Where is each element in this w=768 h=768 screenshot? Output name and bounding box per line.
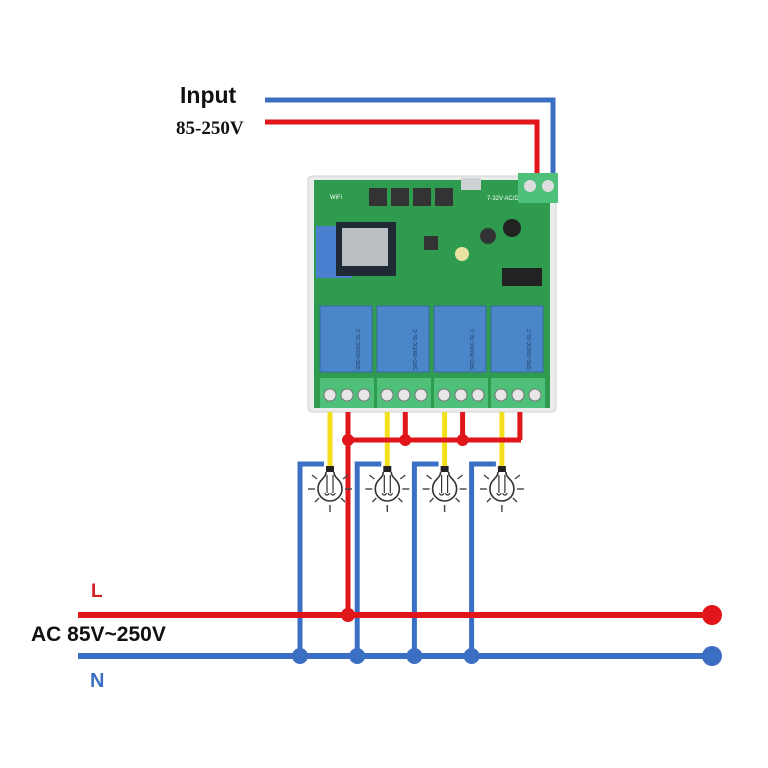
bulb-ray — [429, 497, 435, 503]
light-bulb-icon — [422, 466, 467, 512]
relays: SRD-05VDC-SL-C SRD-05VDC-SL-C SRD-05VDC-SL… — [319, 305, 544, 373]
terminal-screw — [357, 388, 371, 402]
junction-dots — [292, 434, 480, 664]
bulb-ray — [314, 497, 320, 503]
bulb-ray — [514, 474, 521, 480]
terminal-screw — [380, 388, 394, 402]
bulb-ray — [340, 497, 346, 503]
buttons — [369, 188, 453, 250]
bulb-filament — [496, 475, 508, 496]
relay — [490, 305, 544, 373]
bulb-filament — [324, 475, 336, 496]
bulb-base — [383, 466, 392, 472]
light-bulb-icon — [365, 466, 410, 512]
terminal-screw — [414, 388, 428, 402]
relay-model-label: SRD-05VDC-SL-C — [527, 328, 533, 370]
live-junction-dot — [341, 608, 355, 622]
terminal-screw — [528, 388, 542, 402]
bulb-ray — [397, 497, 403, 503]
neutral-junction-dot — [406, 648, 423, 664]
neutral-terminal-dot — [702, 646, 722, 666]
ac-voltage-label: AC 85V~250V — [31, 623, 166, 646]
neutral-label: N — [90, 670, 105, 692]
bulb-neutral-wire — [411, 461, 439, 656]
bulb-glass — [317, 471, 343, 502]
live-terminal-dot — [702, 605, 722, 625]
relay-model-label: SRD-05VDC-SL-C — [470, 328, 476, 370]
bulb-ray — [483, 474, 490, 480]
input-live-wire — [265, 119, 540, 185]
bulb-neutral-wire — [469, 461, 496, 656]
bulb-base — [497, 466, 506, 472]
light-bulb-icon — [308, 466, 352, 512]
bulb-ray — [486, 497, 492, 503]
wifi-label: WiFi — [330, 195, 342, 201]
load-wires — [297, 412, 523, 656]
relay — [319, 305, 373, 373]
bulb-ray — [342, 474, 349, 480]
bulb-base — [326, 466, 334, 472]
relay — [376, 305, 430, 373]
bulb-neutral-wire — [297, 461, 324, 656]
live-label: L — [91, 581, 103, 602]
bulb-ray — [512, 497, 518, 503]
input-wires — [265, 97, 556, 185]
bulb-filament — [439, 475, 451, 496]
bulb-ray — [426, 474, 433, 480]
bulbs — [308, 466, 524, 512]
power-label: 7-32V AC/DC — [487, 196, 524, 202]
terminal-screw — [340, 388, 354, 402]
terminal-screw — [494, 388, 508, 402]
bulb-neutral-wire — [354, 461, 382, 656]
bulb-ray — [368, 474, 375, 480]
terminal-screw — [323, 388, 337, 402]
terminal-screw — [437, 388, 451, 402]
terminal-screw — [511, 388, 525, 402]
usb-port — [461, 178, 481, 190]
relay-model-label: SRD-05VDC-SL-C — [356, 328, 362, 370]
relay-model-label: SRD-05VDC-SL-C — [413, 328, 419, 370]
terminal-screw — [397, 388, 411, 402]
bulb-ray — [311, 474, 318, 480]
bulb-base — [440, 466, 449, 472]
output-terminals — [320, 378, 545, 408]
bulb-glass — [431, 471, 458, 502]
bulb-glass — [489, 471, 515, 502]
bulb-ray — [399, 474, 406, 480]
terminal-screw — [471, 388, 485, 402]
bulb-ray — [455, 497, 461, 503]
bulb-filament — [381, 475, 393, 496]
live-junction-dot — [342, 434, 354, 446]
pcb — [314, 180, 550, 408]
input-voltage: 85-250V — [176, 118, 244, 139]
bulb-glass — [374, 471, 401, 502]
bulb-ray — [371, 497, 377, 503]
neutral-junction-dot — [463, 648, 480, 664]
live-junction-dot — [456, 434, 469, 446]
input-neutral-wire — [265, 97, 556, 185]
light-bulb-icon — [479, 466, 524, 512]
relay — [433, 305, 487, 373]
live-junction-dot — [399, 434, 412, 446]
bulb-ray — [457, 474, 464, 480]
neutral-junction-dot — [292, 648, 308, 664]
input-title: Input — [180, 82, 237, 108]
terminal-screw — [454, 388, 468, 402]
neutral-junction-dot — [349, 648, 366, 664]
